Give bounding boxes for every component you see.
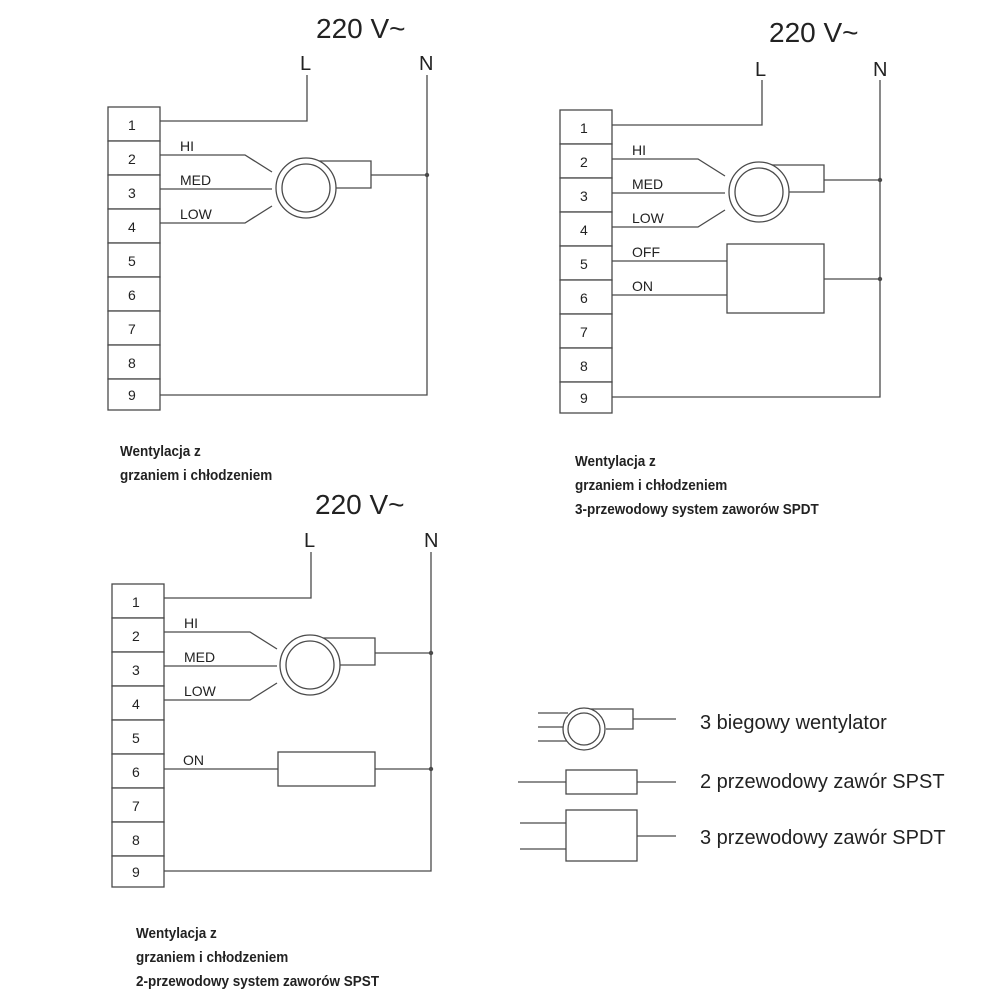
wire-hi (612, 158, 726, 177)
legend-spdt-symbol (520, 809, 676, 862)
terminal-9: 9 (580, 390, 588, 406)
junction-dot (877, 177, 883, 183)
caption-line: 3-przewodowy system zaworów SPDT (575, 501, 819, 518)
legend-spdt-text: 3 przewodowy zawór SPDT (700, 827, 946, 849)
fan-icon (275, 157, 372, 219)
wire-n (612, 80, 881, 398)
terminal-block: 1 2 3 4 5 6 7 8 9 (107, 106, 161, 411)
wire-low (612, 209, 726, 228)
terminal-5: 5 (132, 730, 140, 746)
terminal-block: 1 2 3 4 5 6 7 8 9 (559, 109, 613, 414)
terminal-6: 6 (132, 764, 140, 780)
terminal-6: 6 (128, 287, 136, 303)
terminal-8: 8 (128, 355, 136, 371)
terminal-7: 7 (128, 321, 136, 337)
caption-line: grzaniem i chłodzeniem (120, 467, 273, 484)
junction-dot (877, 276, 883, 282)
junction-dot (424, 172, 430, 178)
legend-spst-symbol (518, 769, 676, 795)
terminal-5: 5 (128, 253, 136, 269)
wire-low (164, 682, 278, 701)
terminal-3: 3 (132, 662, 140, 678)
label-off: OFF (632, 244, 660, 260)
wire-l (612, 80, 763, 126)
legend-spst-text: 2 przewodowy zawór SPST (700, 771, 945, 793)
phase-n-label: N (419, 53, 433, 75)
terminal-7: 7 (580, 324, 588, 340)
caption-line: grzaniem i chłodzeniem (136, 949, 289, 966)
diagram-1: 220 V~ L N 1 2 3 4 5 6 7 8 9 HI (107, 13, 433, 411)
wire-n (164, 552, 432, 872)
phase-l-label: L (755, 59, 766, 81)
phase-n-label: N (424, 530, 438, 552)
caption-diagram-1: Wentylacja z grzaniem i chłodzeniem (120, 440, 272, 488)
terminal-block: 1 2 3 4 5 6 7 8 9 (111, 583, 165, 888)
voltage-label: 220 V~ (316, 13, 406, 44)
phase-n-label: N (873, 59, 887, 81)
label-low: LOW (184, 683, 217, 699)
terminal-7: 7 (132, 798, 140, 814)
label-on: ON (632, 278, 653, 294)
terminal-8: 8 (132, 832, 140, 848)
caption-line: 2-przewodowy system zaworów SPST (136, 973, 380, 990)
terminal-2: 2 (132, 628, 140, 644)
spdt-valve-icon (726, 243, 825, 314)
terminal-9: 9 (132, 864, 140, 880)
legend-fan-text: 3 biegowy wentylator (700, 712, 887, 734)
label-med: MED (632, 176, 663, 192)
wire-low (160, 205, 273, 224)
legend-fan-symbol (538, 707, 676, 751)
terminal-8: 8 (580, 358, 588, 374)
caption-diagram-3: Wentylacja z grzaniem i chłodzeniem 2-pr… (136, 922, 379, 994)
voltage-label: 220 V~ (769, 17, 859, 48)
terminal-3: 3 (128, 185, 136, 201)
terminal-1: 1 (128, 117, 136, 133)
label-hi: HI (632, 142, 646, 158)
terminal-4: 4 (128, 219, 136, 235)
diagram-2: 220 V~ L N 1 2 3 4 5 6 7 8 9 HI (559, 17, 887, 414)
label-med: MED (180, 172, 211, 188)
wire-l (164, 552, 312, 599)
caption-line: Wentylacja z (120, 443, 201, 460)
label-low: LOW (632, 210, 665, 226)
diagram-3: 220 V~ L N 1 2 3 4 5 6 7 8 9 HI (111, 489, 438, 888)
terminal-5: 5 (580, 256, 588, 272)
spst-valve-icon (277, 751, 376, 787)
fan-icon (728, 161, 825, 223)
caption-line: Wentylacja z (575, 453, 656, 470)
terminal-1: 1 (580, 120, 588, 136)
caption-line: Wentylacja z (136, 925, 217, 942)
terminal-3: 3 (580, 188, 588, 204)
terminal-1: 1 (132, 594, 140, 610)
junction-dot (428, 766, 434, 772)
phase-l-label: L (300, 53, 311, 75)
fan-icon (279, 634, 376, 696)
label-med: MED (184, 649, 215, 665)
terminal-2: 2 (128, 151, 136, 167)
terminal-2: 2 (580, 154, 588, 170)
junction-dot (428, 650, 434, 656)
legend: 3 biegowy wentylator 2 przewodowy zawór … (518, 707, 946, 862)
voltage-label: 220 V~ (315, 489, 405, 520)
label-on: ON (183, 752, 204, 768)
terminal-4: 4 (132, 696, 140, 712)
phase-l-label: L (304, 530, 315, 552)
label-hi: HI (180, 138, 194, 154)
terminal-9: 9 (128, 387, 136, 403)
caption-diagram-2: Wentylacja z grzaniem i chłodzeniem 3-pr… (575, 450, 819, 522)
wire-hi (160, 154, 273, 173)
label-low: LOW (180, 206, 213, 222)
wire-l (160, 75, 308, 122)
terminal-4: 4 (580, 222, 588, 238)
caption-line: grzaniem i chłodzeniem (575, 477, 728, 494)
terminal-6: 6 (580, 290, 588, 306)
wire-n (160, 75, 428, 396)
label-hi: HI (184, 615, 198, 631)
wire-hi (164, 631, 278, 650)
